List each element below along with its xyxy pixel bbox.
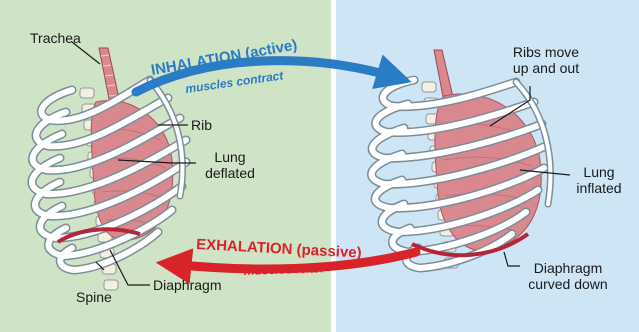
lung-inflated-line2: inflated bbox=[565, 180, 633, 196]
diaphragm-right-line1: Diaphragm bbox=[518, 260, 618, 276]
spine-label: Spine bbox=[76, 289, 112, 305]
lung-deflated-line2: deflated bbox=[199, 165, 261, 181]
ribs-move-line2: up and out bbox=[503, 60, 589, 76]
lung-inflated-label: Lung inflated bbox=[565, 164, 633, 196]
lung-inflated-line1: Lung bbox=[565, 164, 633, 180]
rib-label: Rib bbox=[191, 117, 212, 133]
panel-divider bbox=[331, 0, 336, 332]
diaphragm-left-label: Diaphragm bbox=[153, 277, 221, 293]
diaphragm-right-line2: curved down bbox=[518, 276, 618, 292]
lung-deflated-line1: Lung bbox=[199, 149, 261, 165]
ribs-move-line1: Ribs move bbox=[503, 44, 589, 60]
ribs-move-label: Ribs move up and out bbox=[503, 44, 589, 76]
trachea-label: Trachea bbox=[30, 30, 81, 46]
lung-deflated-label: Lung deflated bbox=[199, 149, 261, 181]
diaphragm-right-label: Diaphragm curved down bbox=[518, 260, 618, 292]
exhalation-subtitle: muscles relax bbox=[244, 261, 325, 278]
